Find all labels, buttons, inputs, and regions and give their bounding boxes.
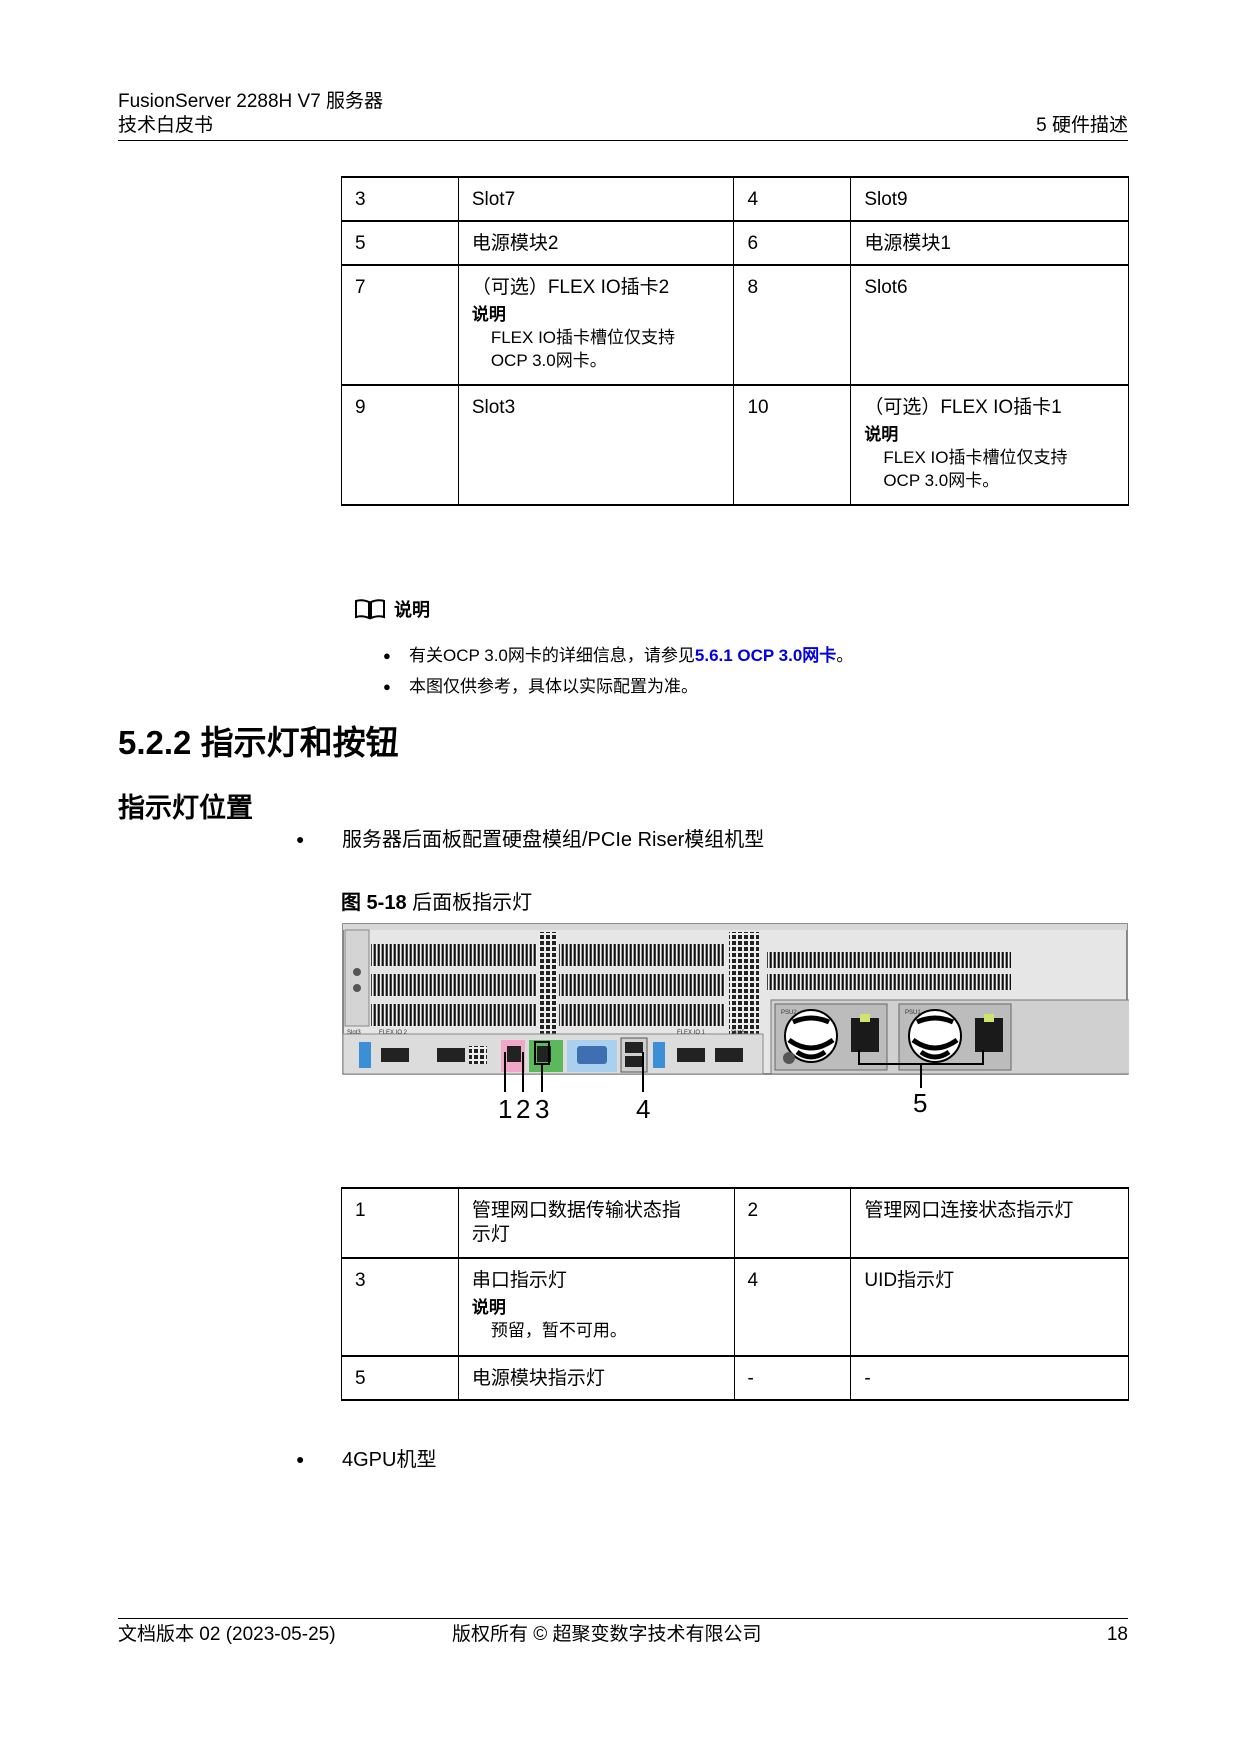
bullet-dot-icon: ● <box>296 831 305 847</box>
note-text: 。 <box>836 646 854 665</box>
cell-note-title: 说明 <box>471 305 506 324</box>
bullet-item: ● 4GPU机型 <box>296 1446 436 1473</box>
panel-label: Slot3 <box>347 1030 361 1036</box>
cell-note-line: OCP 3.0网卡。 <box>883 471 1000 490</box>
header-left: FusionServer 2288H V7 服务器 技术白皮书 <box>118 90 383 138</box>
header-rule <box>118 140 1128 141</box>
table-cell: 9 <box>341 384 459 506</box>
bullet-item: ● 服务器后面板配置硬盘模组/PCIe Riser模组机型 <box>296 826 764 853</box>
cell-note-line: FLEX IO插卡槽位仅支持 <box>883 448 1068 467</box>
table-cell: Slot7 <box>457 176 735 222</box>
note-list: 有关OCP 3.0网卡的详细信息，请参见5.6.1 OCP 3.0网卡。 本图仅… <box>383 640 853 702</box>
cell-note-line: OCP 3.0网卡。 <box>490 351 607 370</box>
bullet-dot-icon: ● <box>296 1451 305 1467</box>
callout-label: 5 <box>913 1088 927 1118</box>
cell-text: （可选）FLEX IO插卡1 <box>864 397 1062 418</box>
table-cell: 3 <box>341 176 459 222</box>
table-row: 9 Slot3 10 （可选）FLEX IO插卡1 说明 FLEX IO插卡槽位… <box>341 384 1129 506</box>
table-row: 7 （可选）FLEX IO插卡2 说明 FLEX IO插卡槽位仅支持 OCP 3… <box>341 264 1129 386</box>
table-cell: UID指示灯 <box>850 1257 1129 1357</box>
table-cell: 串口指示灯 说明 预留，暂不可用。 <box>457 1257 735 1357</box>
table-row: 3 串口指示灯 说明 预留，暂不可用。 4 UID指示灯 <box>341 1257 1129 1357</box>
table-cell: 电源模块指示灯 <box>457 1355 735 1401</box>
list-item: 本图仅供参考，具体以实际配置为准。 <box>383 671 853 702</box>
slot-table: 3 Slot7 4 Slot9 5 电源模块2 6 电源模块1 7 （可选）FL… <box>341 176 1129 506</box>
table-cell: - <box>733 1355 852 1401</box>
table-cell: 2 <box>733 1187 852 1259</box>
table-cell: 4 <box>733 176 852 222</box>
header-product: FusionServer 2288H V7 服务器 <box>118 91 384 112</box>
table-cell: 电源模块1 <box>850 220 1129 266</box>
note-heading: 说明 <box>354 596 430 622</box>
callout-label: 4 <box>636 1094 650 1124</box>
figure-label: 图 5-18 <box>341 892 407 914</box>
callout-label: 1 <box>498 1094 512 1124</box>
table-cell: 7 <box>341 264 459 386</box>
panel-label: FLEX IO 2 <box>379 1030 408 1036</box>
footer-copyright: 版权所有 © 超聚变数字技术有限公司 <box>452 1624 762 1645</box>
table-cell: 3 <box>341 1257 459 1357</box>
bullet-text: 服务器后面板配置硬盘模组/PCIe Riser模组机型 <box>342 829 765 851</box>
panel-label: Slot6 <box>731 1030 745 1036</box>
cell-text: 串口指示灯 <box>471 1270 567 1291</box>
note-title: 说明 <box>394 600 430 620</box>
footer-version: 文档版本 02 (2023-05-25) <box>118 1624 336 1645</box>
cell-note-line: 预留，暂不可用。 <box>490 1321 627 1340</box>
header-doc-type: 技术白皮书 <box>118 115 214 136</box>
cell-note-title: 说明 <box>471 1298 506 1317</box>
figure-title: 后面板指示灯 <box>412 892 533 914</box>
header-chapter: 5 硬件描述 <box>1036 115 1128 136</box>
table-cell: 8 <box>733 264 852 386</box>
table-cell: 4 <box>733 1257 852 1357</box>
table-cell: 10 <box>733 384 852 506</box>
panel-label: FLEX IO 1 <box>677 1030 706 1036</box>
subsection-heading: 指示灯位置 <box>118 793 253 823</box>
indicator-table: 1 管理网口数据传输状态指 示灯 2 管理网口连接状态指示灯 3 串口指示灯 说… <box>341 1187 1129 1401</box>
note-text: 有关OCP 3.0网卡的详细信息，请参见 <box>409 646 695 665</box>
table-row: 5 电源模块指示灯 - - <box>341 1355 1129 1401</box>
table-cell: （可选）FLEX IO插卡2 说明 FLEX IO插卡槽位仅支持 OCP 3.0… <box>457 264 735 386</box>
list-item: 有关OCP 3.0网卡的详细信息，请参见5.6.1 OCP 3.0网卡。 <box>383 640 853 671</box>
table-cell: 5 <box>341 220 459 266</box>
table-cell: 5 <box>341 1355 459 1401</box>
figure-caption: 图 5-18 后面板指示灯 <box>341 886 532 915</box>
table-row: 3 Slot7 4 Slot9 <box>341 176 1129 222</box>
cell-text: 示灯 <box>471 1224 510 1245</box>
panel-label: PSU1 <box>905 1010 921 1016</box>
table-cell: 1 <box>341 1187 459 1259</box>
callout-label: 3 <box>535 1094 549 1124</box>
table-cell: （可选）FLEX IO插卡1 说明 FLEX IO插卡槽位仅支持 OCP 3.0… <box>850 384 1129 506</box>
table-cell: 电源模块2 <box>457 220 735 266</box>
table-cell: Slot6 <box>850 264 1129 386</box>
table-cell: 6 <box>733 220 852 266</box>
footer-rule <box>118 1618 1128 1619</box>
callout-label: 2 <box>516 1094 530 1124</box>
table-row: 5 电源模块2 6 电源模块1 <box>341 220 1129 266</box>
table-cell: 管理网口数据传输状态指 示灯 <box>457 1187 735 1259</box>
section-heading: 5.2.2 指示灯和按钮 <box>118 724 399 761</box>
page-number: 18 <box>1106 1624 1128 1645</box>
cell-text: 管理网口数据传输状态指 <box>471 1200 681 1221</box>
table-cell: Slot9 <box>850 176 1129 222</box>
panel-label: PSU2 <box>781 1010 797 1016</box>
cell-text: （可选）FLEX IO插卡2 <box>471 277 670 298</box>
rear-panel-figure: 1 2 3 4 5 FLEX IO 2 FLEX IO 1 Slot3 Slot… <box>342 923 1129 1124</box>
book-icon <box>355 599 385 620</box>
table-cell: Slot3 <box>457 384 735 506</box>
table-row: 1 管理网口数据传输状态指 示灯 2 管理网口连接状态指示灯 <box>341 1187 1129 1259</box>
table-cell: - <box>850 1355 1129 1401</box>
cell-note-line: FLEX IO插卡槽位仅支持 <box>490 328 676 347</box>
cell-note-title: 说明 <box>864 425 899 444</box>
bullet-text: 4GPU机型 <box>342 1449 437 1471</box>
table-cell: 管理网口连接状态指示灯 <box>850 1187 1129 1259</box>
ocp-crossref-link[interactable]: 5.6.1 OCP 3.0网卡 <box>694 646 837 665</box>
